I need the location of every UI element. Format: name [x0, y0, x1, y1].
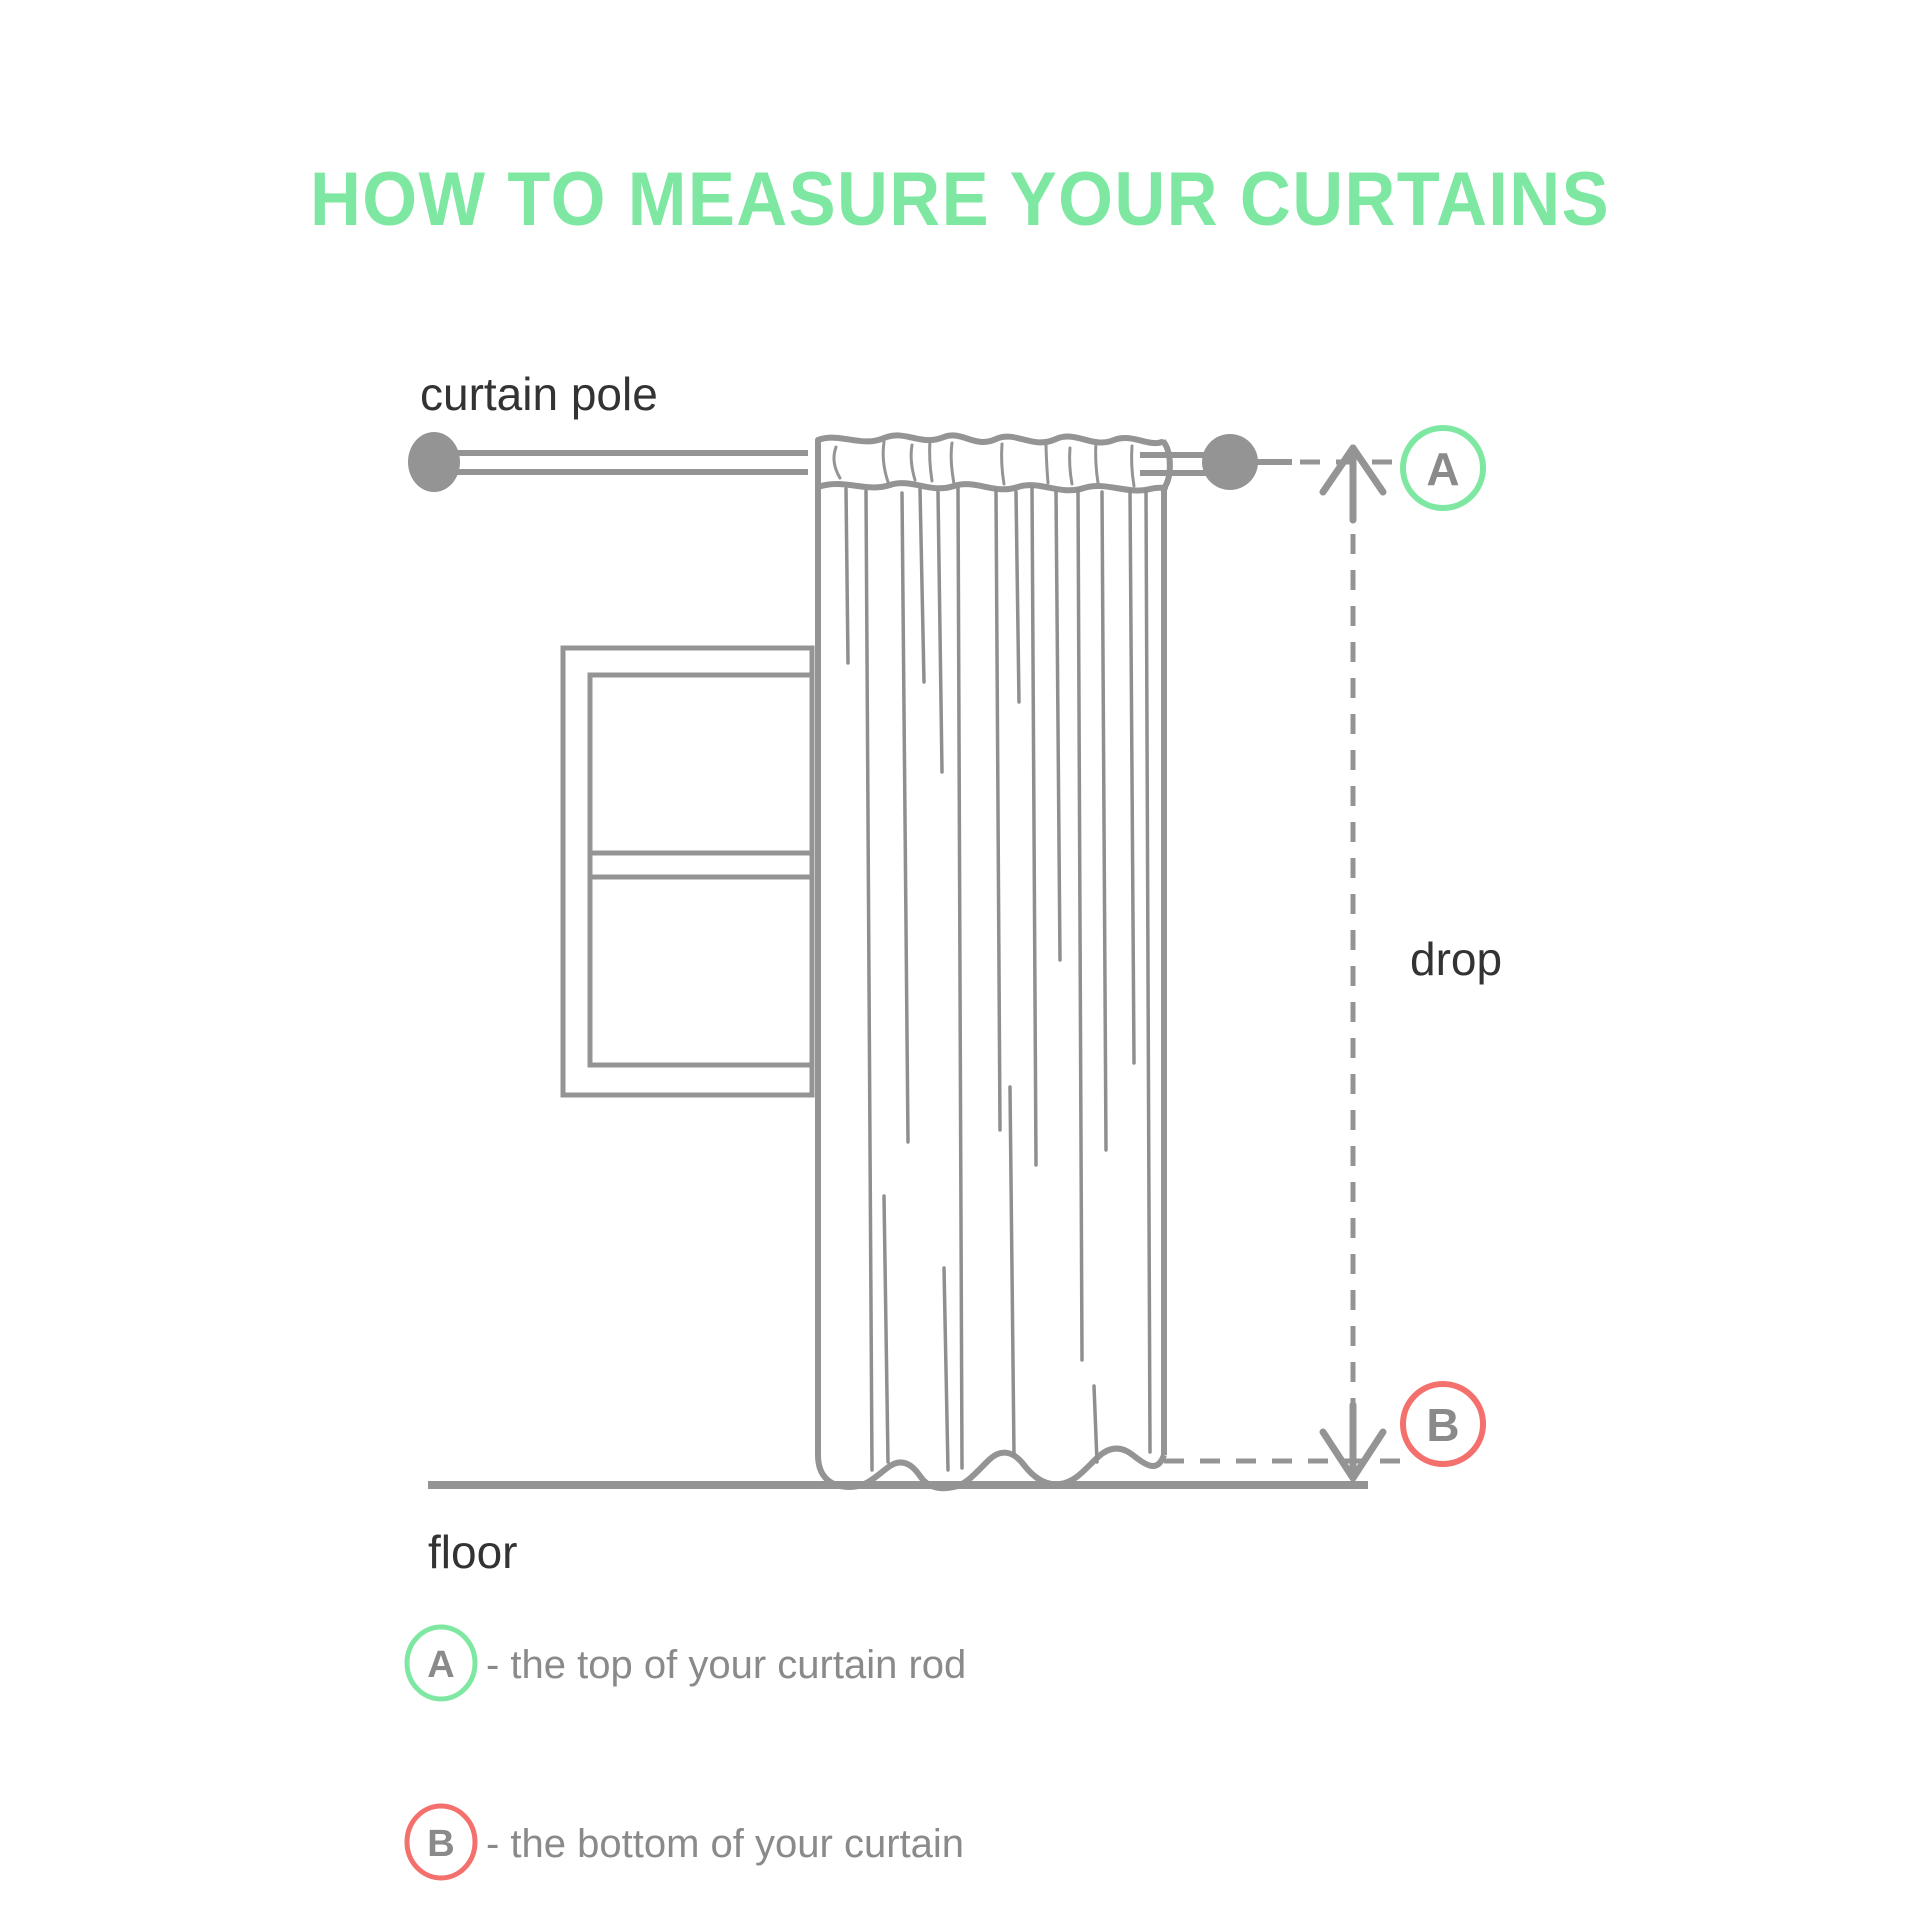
drop-label: drop [1410, 933, 1502, 985]
marker-b-letter: B [1426, 1399, 1459, 1451]
marker-b-ring [1400, 1381, 1486, 1467]
rod-shaft-left-lower [448, 469, 808, 475]
rod-shaft-right [1140, 452, 1220, 458]
rod-finial-left [408, 432, 460, 492]
rod-finial-right [1202, 434, 1258, 490]
legend-a-letter: A [427, 1644, 454, 1686]
window-lower-sash [587, 874, 815, 1068]
marker-a-ring [1400, 425, 1486, 511]
curtain-graphic [815, 432, 1173, 1492]
curtain-lower-fold-lines [882, 1085, 1099, 1472]
legend-a-ring [404, 1624, 478, 1702]
page-title: HOW TO MEASURE YOUR CURTAINS [310, 157, 1610, 242]
drop-arrow-down [1319, 1428, 1387, 1482]
legend-item-b: B - the bottom of your curtain [404, 1803, 964, 1881]
drop-arrow-up [1319, 444, 1387, 496]
legend-b-ring [404, 1803, 478, 1881]
legend-item-a: A - the top of your curtain rod [404, 1624, 966, 1702]
curtain-heading-bottom-edge [815, 480, 1168, 494]
curtain-heading-right-cap [1160, 439, 1173, 490]
window-graphic [560, 645, 815, 1098]
marker-b: B [1400, 1381, 1486, 1467]
window-middle-rail [587, 850, 815, 880]
floor-line [428, 1481, 1368, 1489]
floor-label: floor [428, 1526, 517, 1578]
legend-b-letter: B [427, 1823, 454, 1865]
window-inner-frame [587, 672, 815, 1068]
curtain-heading-top-edge [815, 432, 1165, 447]
curtain-bottom-hem [815, 1445, 1167, 1492]
rod-shaft-right-lower [1140, 470, 1220, 476]
legend-b-text: - the bottom of your curtain [486, 1822, 964, 1866]
measurement-guides: drop [1164, 444, 1502, 1482]
curtain-pole-label: curtain pole [420, 368, 658, 420]
curtain-fold-lines [844, 485, 1152, 1472]
legend-a-text: - the top of your curtain rod [486, 1643, 966, 1687]
window-outer-frame [560, 645, 815, 1098]
marker-a: A [1400, 425, 1486, 511]
curtain-heading-gathers [832, 438, 1136, 488]
window-upper-sash [587, 672, 815, 856]
marker-a-letter: A [1426, 443, 1459, 495]
rod-shaft-left [448, 450, 808, 456]
curtain-rod-graphic [408, 432, 1292, 492]
